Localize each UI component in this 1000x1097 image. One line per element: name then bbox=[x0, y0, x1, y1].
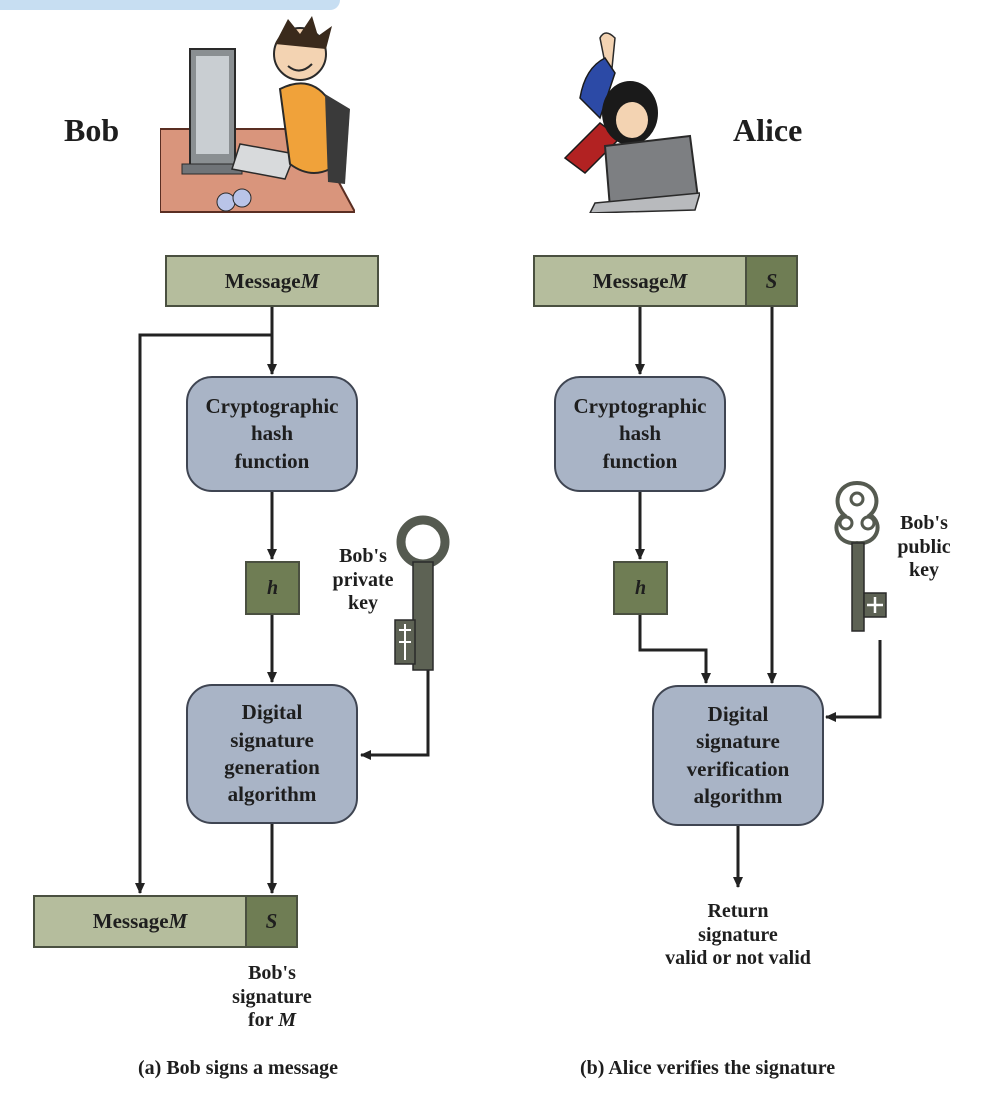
signature-description-line-2: signature bbox=[232, 985, 312, 1008]
verification-result-label: Return signature valid or not valid bbox=[665, 900, 811, 970]
public-key-label: Bob's public key bbox=[897, 512, 951, 582]
private-key-icon bbox=[394, 515, 450, 671]
hash-function-box-left: Cryptographic hash function bbox=[186, 376, 358, 492]
hash-value-box-right: h bbox=[613, 561, 668, 615]
hash-value-box-left: h bbox=[245, 561, 300, 615]
caption-right: (b) Alice verifies the signature bbox=[580, 1057, 836, 1079]
top-decoration-strip bbox=[0, 0, 340, 10]
signature-box-right: S bbox=[745, 255, 798, 307]
message-box-left-prefix: Message bbox=[224, 268, 301, 293]
private-key-label: Bob's private key bbox=[332, 545, 394, 615]
bob-at-computer-illustration bbox=[160, 16, 355, 213]
alice-with-laptop-illustration bbox=[563, 32, 700, 213]
alice-label: Alice bbox=[733, 112, 803, 148]
hash-function-box-right: Cryptographic hash function bbox=[554, 376, 726, 492]
signature-verification-box: Digital signature verification algorithm bbox=[652, 685, 824, 826]
message-box-right: Message M bbox=[533, 255, 747, 307]
message-box-right-prefix: Message bbox=[592, 268, 669, 293]
message-box-right-var: M bbox=[668, 268, 688, 293]
arrow-private-key-to-algorithm bbox=[360, 665, 430, 760]
bob-label: Bob bbox=[64, 112, 120, 148]
caption-left: (a) Bob signs a message bbox=[138, 1057, 339, 1079]
arrow-message-bypass-left bbox=[135, 333, 272, 894]
message-box-left-var: M bbox=[300, 268, 320, 293]
output-message-var: M bbox=[168, 909, 188, 933]
output-signature-box: S bbox=[245, 895, 298, 948]
signature-description-for: for bbox=[248, 1009, 279, 1032]
signature-generation-box: Digital signature generation algorithm bbox=[186, 684, 358, 824]
arrow-public-key-to-algorithm bbox=[825, 640, 882, 722]
signature-description-var: M bbox=[278, 1009, 296, 1032]
signature-description-line-1: Bob's bbox=[248, 962, 296, 984]
output-message-box: Message M bbox=[33, 895, 247, 948]
signature-description-line-3: for M bbox=[222, 1009, 322, 1033]
public-key-icon bbox=[834, 480, 887, 632]
message-box-left: Message M bbox=[165, 255, 379, 307]
arrow-h-to-algorithm-right bbox=[638, 615, 711, 684]
signature-description: Bob's signature for M bbox=[222, 962, 322, 1033]
output-message-prefix: Message bbox=[92, 909, 169, 933]
